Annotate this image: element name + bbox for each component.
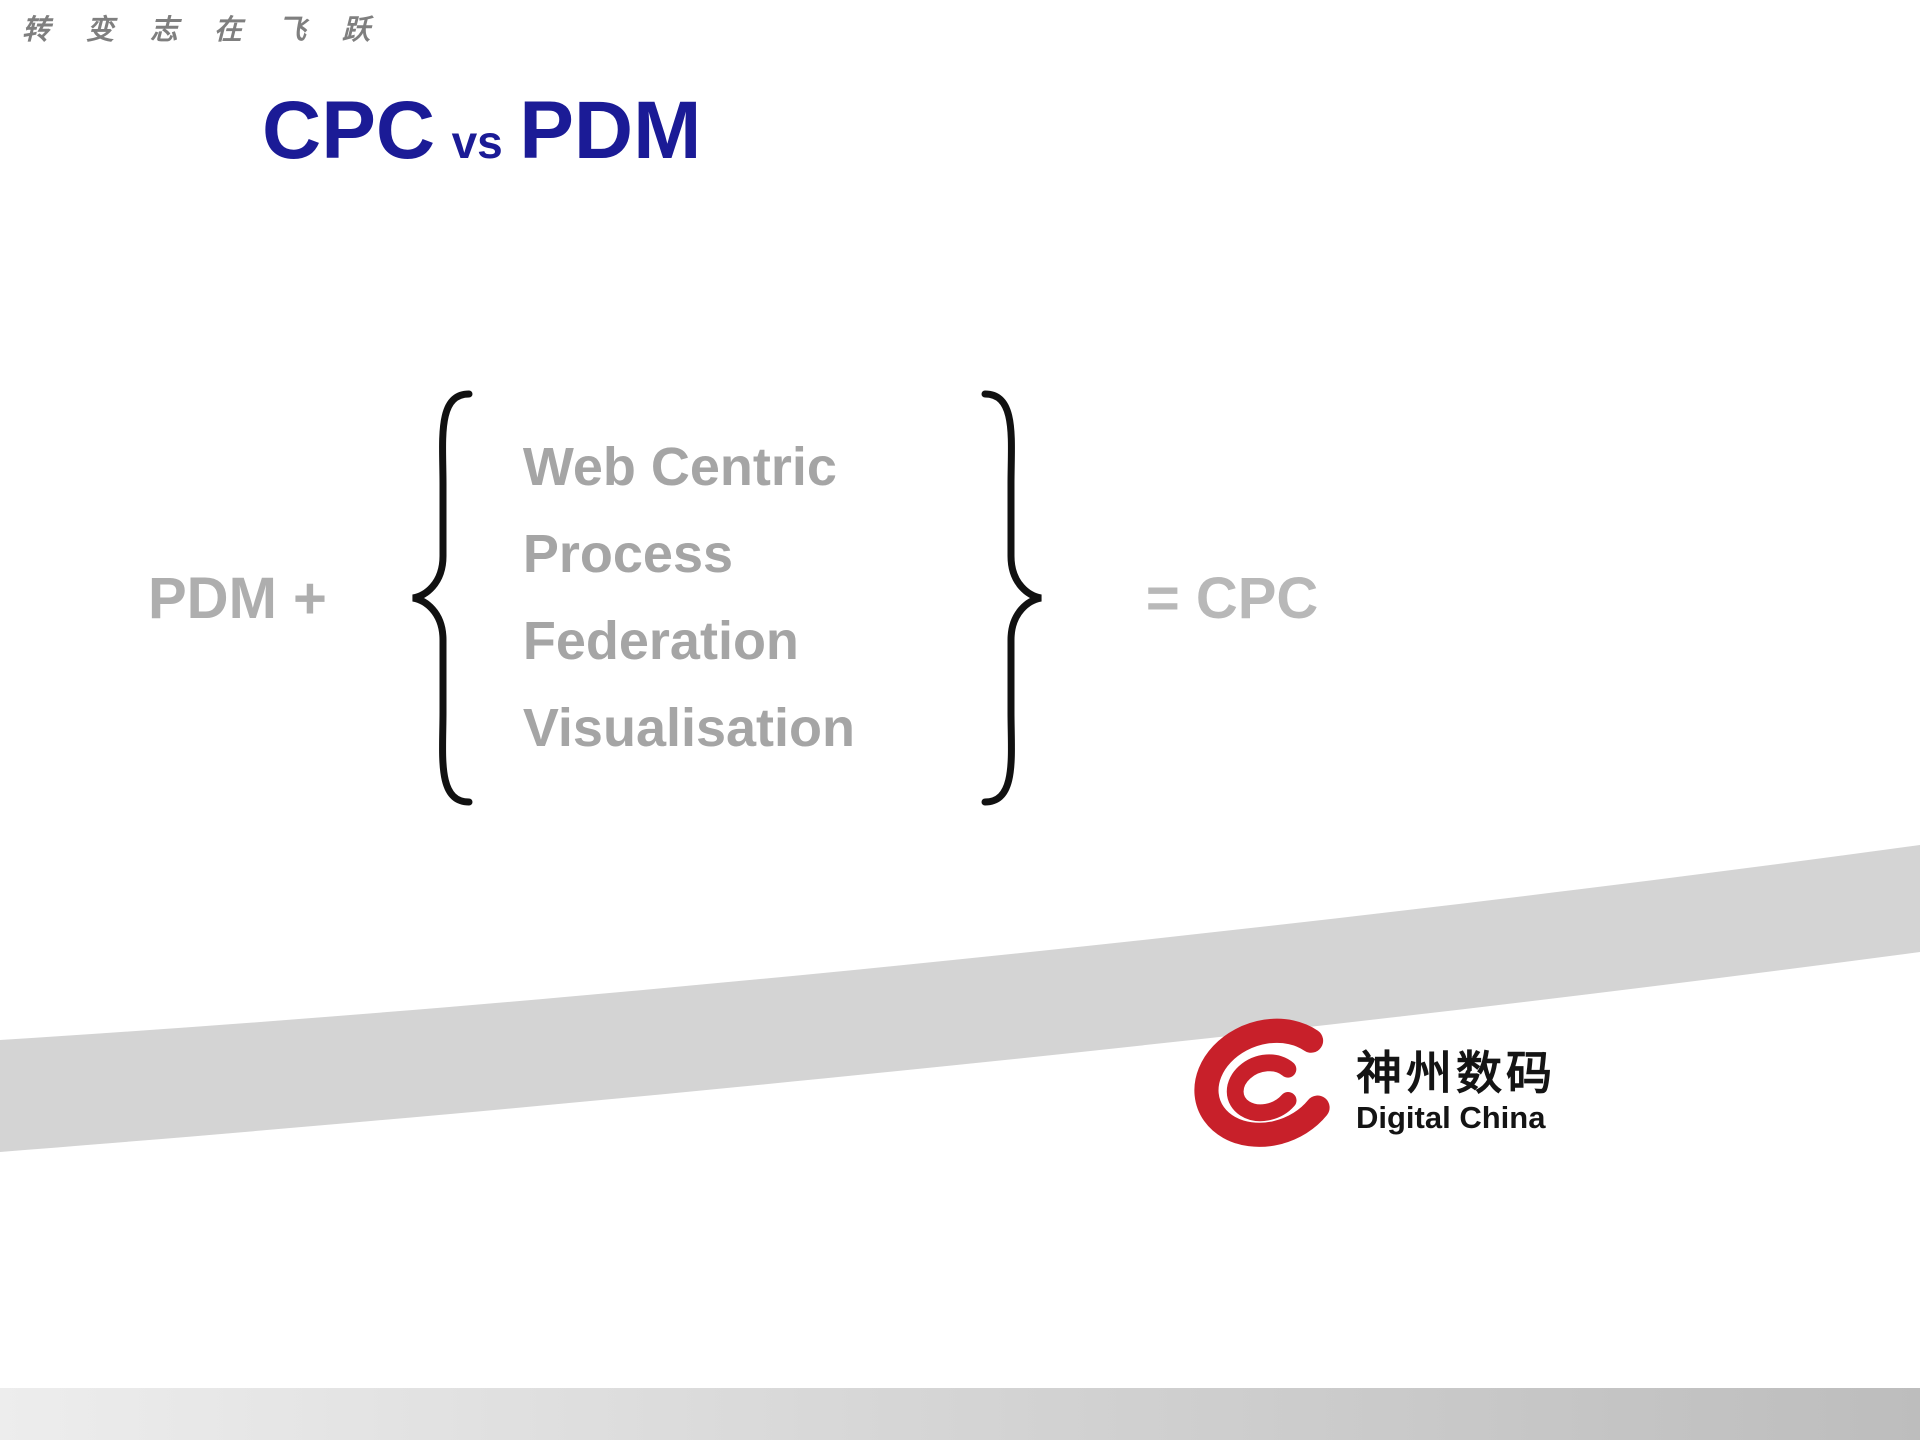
equation-rhs: = CPC xyxy=(1145,565,1319,631)
logo-text: 神州数码 Digital China xyxy=(1356,1047,1556,1137)
right-brace-icon xyxy=(981,390,1042,806)
equation-lhs: PDM + xyxy=(148,565,327,631)
title-vs: vs xyxy=(451,116,503,168)
logo-en-text: Digital China xyxy=(1356,1100,1546,1135)
digital-china-swirl-icon xyxy=(1194,1018,1330,1147)
equation-item: Web Centric xyxy=(522,437,837,497)
equation-item: Federation xyxy=(522,611,799,671)
footer-bar xyxy=(0,1388,1920,1440)
motto-text: 转变志在飞跃 xyxy=(22,14,407,45)
equation-item: Visualisation xyxy=(522,698,855,758)
equation-diagram: PDM + Web Centric Process Federation Vis… xyxy=(148,388,1318,808)
digital-china-logo: 神州数码 Digital China xyxy=(1172,1018,1556,1166)
background-swoosh xyxy=(0,845,1920,1152)
equation-item: Process xyxy=(522,524,734,584)
title-cpc: CPC xyxy=(262,85,436,176)
page-title: CPC vs PDM xyxy=(262,84,701,178)
logo-cn-text: 神州数码 xyxy=(1356,1047,1556,1099)
equation-item-list: Web Centric Process Federation Visualisa… xyxy=(523,424,971,772)
left-brace-icon xyxy=(412,390,473,806)
title-pdm: PDM xyxy=(519,85,702,176)
